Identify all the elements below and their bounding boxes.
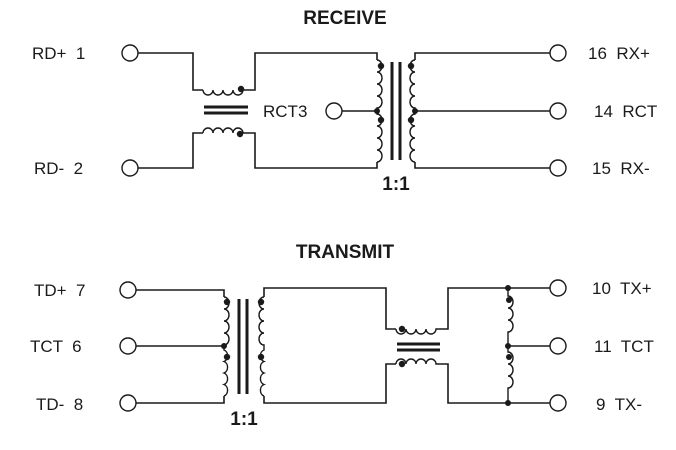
isolation-transformer-receive: 1:1	[376, 59, 418, 195]
terminal-tx-plus	[549, 279, 567, 297]
pin-label-tx-plus: 10 TX+	[592, 279, 652, 298]
pin-label-rd-plus: RD+ 1	[32, 44, 85, 63]
pin-label-rx-plus: 16 RX+	[588, 44, 650, 63]
wire-rd-plus	[138, 52, 203, 91]
transmit-title: TRANSMIT	[296, 242, 395, 263]
primary-coil-upper	[376, 59, 383, 111]
terminal-td-minus	[119, 394, 137, 412]
terminal-rd-plus	[121, 44, 139, 62]
terminal-rct	[549, 102, 567, 120]
common-mode-choke-transmit	[395, 325, 442, 368]
terminal-tct-11	[549, 337, 567, 355]
junction-dot	[505, 400, 511, 406]
wire-tx-top	[263, 287, 396, 330]
secondary-coil-upper	[258, 296, 265, 346]
pin-label-rd-minus: RD- 2	[34, 159, 83, 178]
terminal-rct3	[325, 102, 343, 120]
output-coil-upper	[507, 288, 514, 346]
polarity-dot	[398, 325, 406, 333]
secondary-coil-upper	[409, 59, 416, 111]
transmit-ratio-label: 1:1	[230, 409, 258, 430]
polarity-dot	[506, 354, 512, 360]
wire-rx-plus	[414, 52, 550, 60]
terminal-rx-plus	[549, 44, 567, 62]
choke-coil-bottom	[202, 127, 244, 134]
pin-label-td-minus: TD- 8	[36, 395, 83, 414]
wire-tx-minus	[442, 363, 550, 404]
secondary-coil-lower	[259, 346, 267, 397]
wire-rd-minus	[138, 132, 203, 169]
polarity-dot	[257, 298, 265, 306]
pin-label-rx-minus: 15 RX-	[592, 159, 650, 178]
polarity-dot	[257, 353, 265, 361]
choke-coil-top	[395, 328, 442, 335]
polarity-dot	[237, 85, 245, 93]
wire-rx-minus	[414, 162, 550, 169]
polarity-dot	[407, 62, 415, 70]
pin-label-rct: 14 RCT	[594, 102, 657, 121]
pin-label-tct-6: TCT 6	[30, 337, 82, 356]
pin-label-td-plus: TD+ 7	[34, 281, 86, 300]
rct3-label: RCT3	[263, 102, 307, 121]
polarity-dot	[223, 353, 231, 361]
common-mode-choke-receive	[202, 85, 248, 138]
terminal-td-plus	[119, 281, 137, 299]
wire-rx-bottom	[243, 132, 378, 169]
polarity-dot	[377, 116, 385, 124]
transmit-section: TRANSMIT TD+ 7 TCT 6 TD- 8 1:1	[30, 242, 654, 430]
terminal-rx-minus	[549, 159, 567, 177]
primary-coil-lower	[221, 346, 229, 397]
terminal-rd-minus	[121, 159, 139, 177]
choke-coil-top	[202, 89, 244, 96]
polarity-dot	[398, 360, 406, 368]
wire-tx-plus	[442, 287, 550, 330]
polarity-dot	[236, 130, 244, 138]
receive-ratio-label: 1:1	[382, 174, 410, 195]
wire-td-minus	[136, 396, 225, 404]
pin-label-tx-minus: 9 TX-	[596, 395, 642, 414]
polarity-dot	[223, 298, 231, 306]
wire-tx-bottom	[263, 363, 396, 404]
wire-td-plus	[136, 289, 225, 297]
wire-rx-top	[243, 52, 378, 91]
primary-coil-upper	[223, 296, 230, 346]
isolation-transformer-transmit: 1:1	[221, 296, 267, 430]
receive-section: RECEIVE RD+ 1 RD- 2 RCT3	[32, 8, 657, 195]
terminal-tx-minus	[549, 394, 567, 412]
polarity-dot	[506, 297, 512, 303]
output-coil-lower	[507, 346, 514, 403]
terminal-tct-6	[119, 337, 137, 355]
polarity-dot	[407, 116, 415, 124]
receive-title: RECEIVE	[303, 8, 386, 29]
output-center-tap-choke	[505, 285, 514, 406]
choke-coil-bottom	[395, 358, 442, 365]
polarity-dot	[377, 62, 385, 70]
pin-label-tct-11: 11 TCT	[594, 337, 654, 356]
